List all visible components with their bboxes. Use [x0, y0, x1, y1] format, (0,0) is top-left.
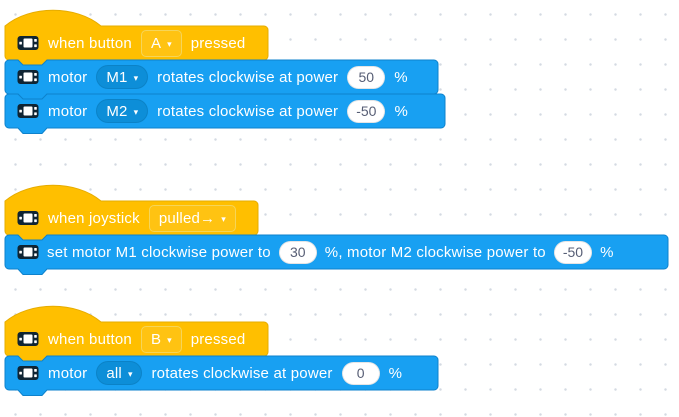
block-set-motor-powers[interactable]: set motor M1 clockwise power to 30 %, mo… [4, 234, 669, 275]
chevron-down-icon: ▾ [167, 334, 172, 345]
hat-label-prefix: when button [48, 330, 132, 348]
motor-select-value: M2 [106, 102, 128, 120]
unit-label: % [394, 102, 409, 120]
gamepad-icon [17, 35, 39, 51]
button-dropdown-value: A [150, 34, 162, 52]
hat-label-suffix: pressed [190, 34, 246, 52]
block-motor-m1[interactable]: motor M1 ▾ rotates clockwise at power 50… [4, 59, 439, 100]
motor-label: motor [48, 364, 88, 382]
hat-label-prefix: when joystick [48, 209, 140, 227]
hat-label-suffix: pressed [190, 330, 246, 348]
chevron-down-icon: ▾ [221, 213, 226, 224]
button-dropdown[interactable]: B ▾ [140, 325, 182, 353]
unit-label: % [394, 68, 408, 86]
gamepad-icon [17, 210, 39, 226]
power-input[interactable]: -50 [347, 99, 386, 123]
set-power-label-1: set motor M1 clockwise power to [47, 243, 271, 261]
power-input[interactable]: 0 [341, 361, 380, 385]
button-dropdown-value: B [150, 330, 162, 348]
motor-select-value: all [106, 364, 122, 382]
motor-select-dropdown[interactable]: all ▾ [96, 361, 143, 385]
hat-block-when-button-a[interactable]: when button A ▾ pressed [4, 9, 269, 66]
button-dropdown[interactable]: A ▾ [140, 29, 182, 57]
motor-select-dropdown[interactable]: M1 ▾ [96, 65, 149, 89]
action-label: rotates clockwise at power [157, 102, 339, 120]
action-label: rotates clockwise at power [157, 68, 339, 86]
m1-power-input[interactable]: 30 [278, 240, 317, 264]
joystick-dropdown-value: pulled→ [158, 209, 216, 227]
gamepad-icon [17, 69, 39, 85]
power-input[interactable]: 50 [347, 65, 386, 89]
chevron-down-icon: ▾ [127, 368, 133, 379]
gamepad-icon [17, 244, 39, 260]
chevron-down-icon: ▾ [133, 72, 139, 83]
motor-select-dropdown[interactable]: M2 ▾ [96, 99, 149, 123]
gamepad-icon [17, 103, 39, 119]
hat-label-prefix: when button [48, 34, 132, 52]
m2-power-input[interactable]: -50 [553, 240, 593, 264]
chevron-down-icon: ▾ [133, 106, 139, 117]
gamepad-icon [17, 331, 39, 347]
hat-block-when-button-b[interactable]: when button B ▾ pressed [4, 305, 269, 362]
motor-label: motor [48, 102, 88, 120]
gamepad-icon [17, 365, 39, 381]
hat-block-when-joystick[interactable]: when joystick pulled→ ▾ [4, 184, 259, 241]
stack-block-shape [4, 234, 669, 275]
block-motor-all[interactable]: motor all ▾ rotates clockwise at power 0… [4, 355, 439, 396]
unit-label: % [600, 243, 614, 261]
unit-label: % [388, 364, 403, 382]
set-power-label-2: %, motor M2 clockwise power to [324, 243, 546, 261]
chevron-down-icon: ▾ [167, 38, 172, 49]
motor-label: motor [48, 68, 88, 86]
action-label: rotates clockwise at power [151, 364, 333, 382]
joystick-dropdown[interactable]: pulled→ ▾ [148, 204, 236, 232]
block-motor-m2[interactable]: motor M2 ▾ rotates clockwise at power -5… [4, 93, 446, 134]
motor-select-value: M1 [106, 68, 128, 86]
